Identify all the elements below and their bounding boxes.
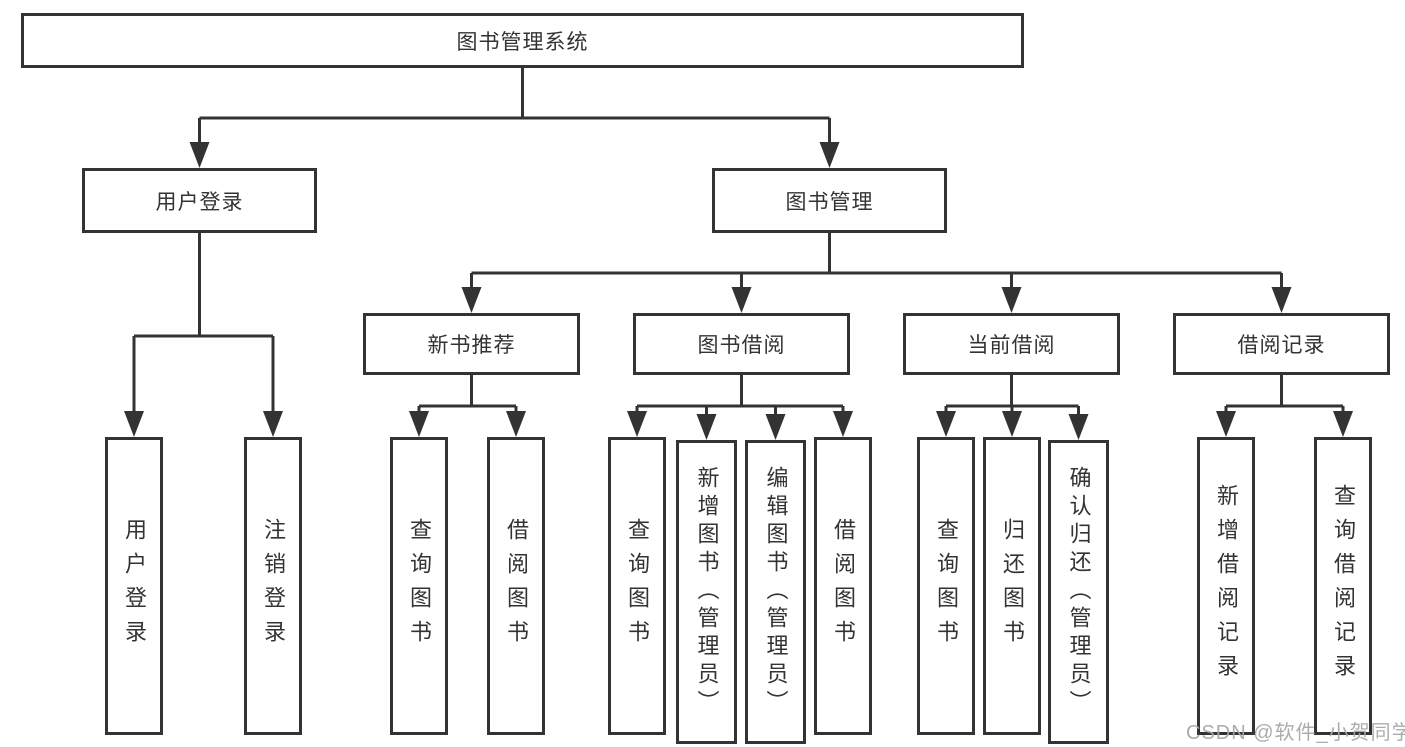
node-book-borrow: 图书借阅 bbox=[633, 313, 850, 375]
leaf-add-borrow-record: 新增借阅记录 bbox=[1197, 437, 1255, 735]
node-root: 图书管理系统 bbox=[21, 13, 1024, 68]
leaf-query-books-current: 查询图书 bbox=[917, 437, 975, 735]
leaf-confirm-return-admin: 确认归还（管理员） bbox=[1048, 440, 1109, 744]
leaf-borrow-books: 借阅图书 bbox=[814, 437, 872, 735]
leaf-user-login: 用户登录 bbox=[105, 437, 163, 735]
node-new-book-recommend: 新书推荐 bbox=[363, 313, 580, 375]
leaf-edit-book-admin: 编辑图书（管理员） bbox=[745, 440, 806, 744]
watermark: CSDN @软件_小贺同学 bbox=[1186, 722, 1405, 744]
leaf-query-books-recommend: 查询图书 bbox=[390, 437, 448, 735]
leaf-add-book-admin: 新增图书（管理员） bbox=[676, 440, 737, 744]
leaf-return-book: 归还图书 bbox=[983, 437, 1041, 735]
node-current-borrow: 当前借阅 bbox=[903, 313, 1120, 375]
leaf-borrow-books-recommend: 借阅图书 bbox=[487, 437, 545, 735]
node-user-login: 用户登录 bbox=[82, 168, 317, 233]
node-book-management: 图书管理 bbox=[712, 168, 947, 233]
leaf-query-borrow-record: 查询借阅记录 bbox=[1314, 437, 1372, 735]
leaf-logout: 注销登录 bbox=[244, 437, 302, 735]
node-borrow-record: 借阅记录 bbox=[1173, 313, 1390, 375]
leaf-query-books-borrow: 查询图书 bbox=[608, 437, 666, 735]
